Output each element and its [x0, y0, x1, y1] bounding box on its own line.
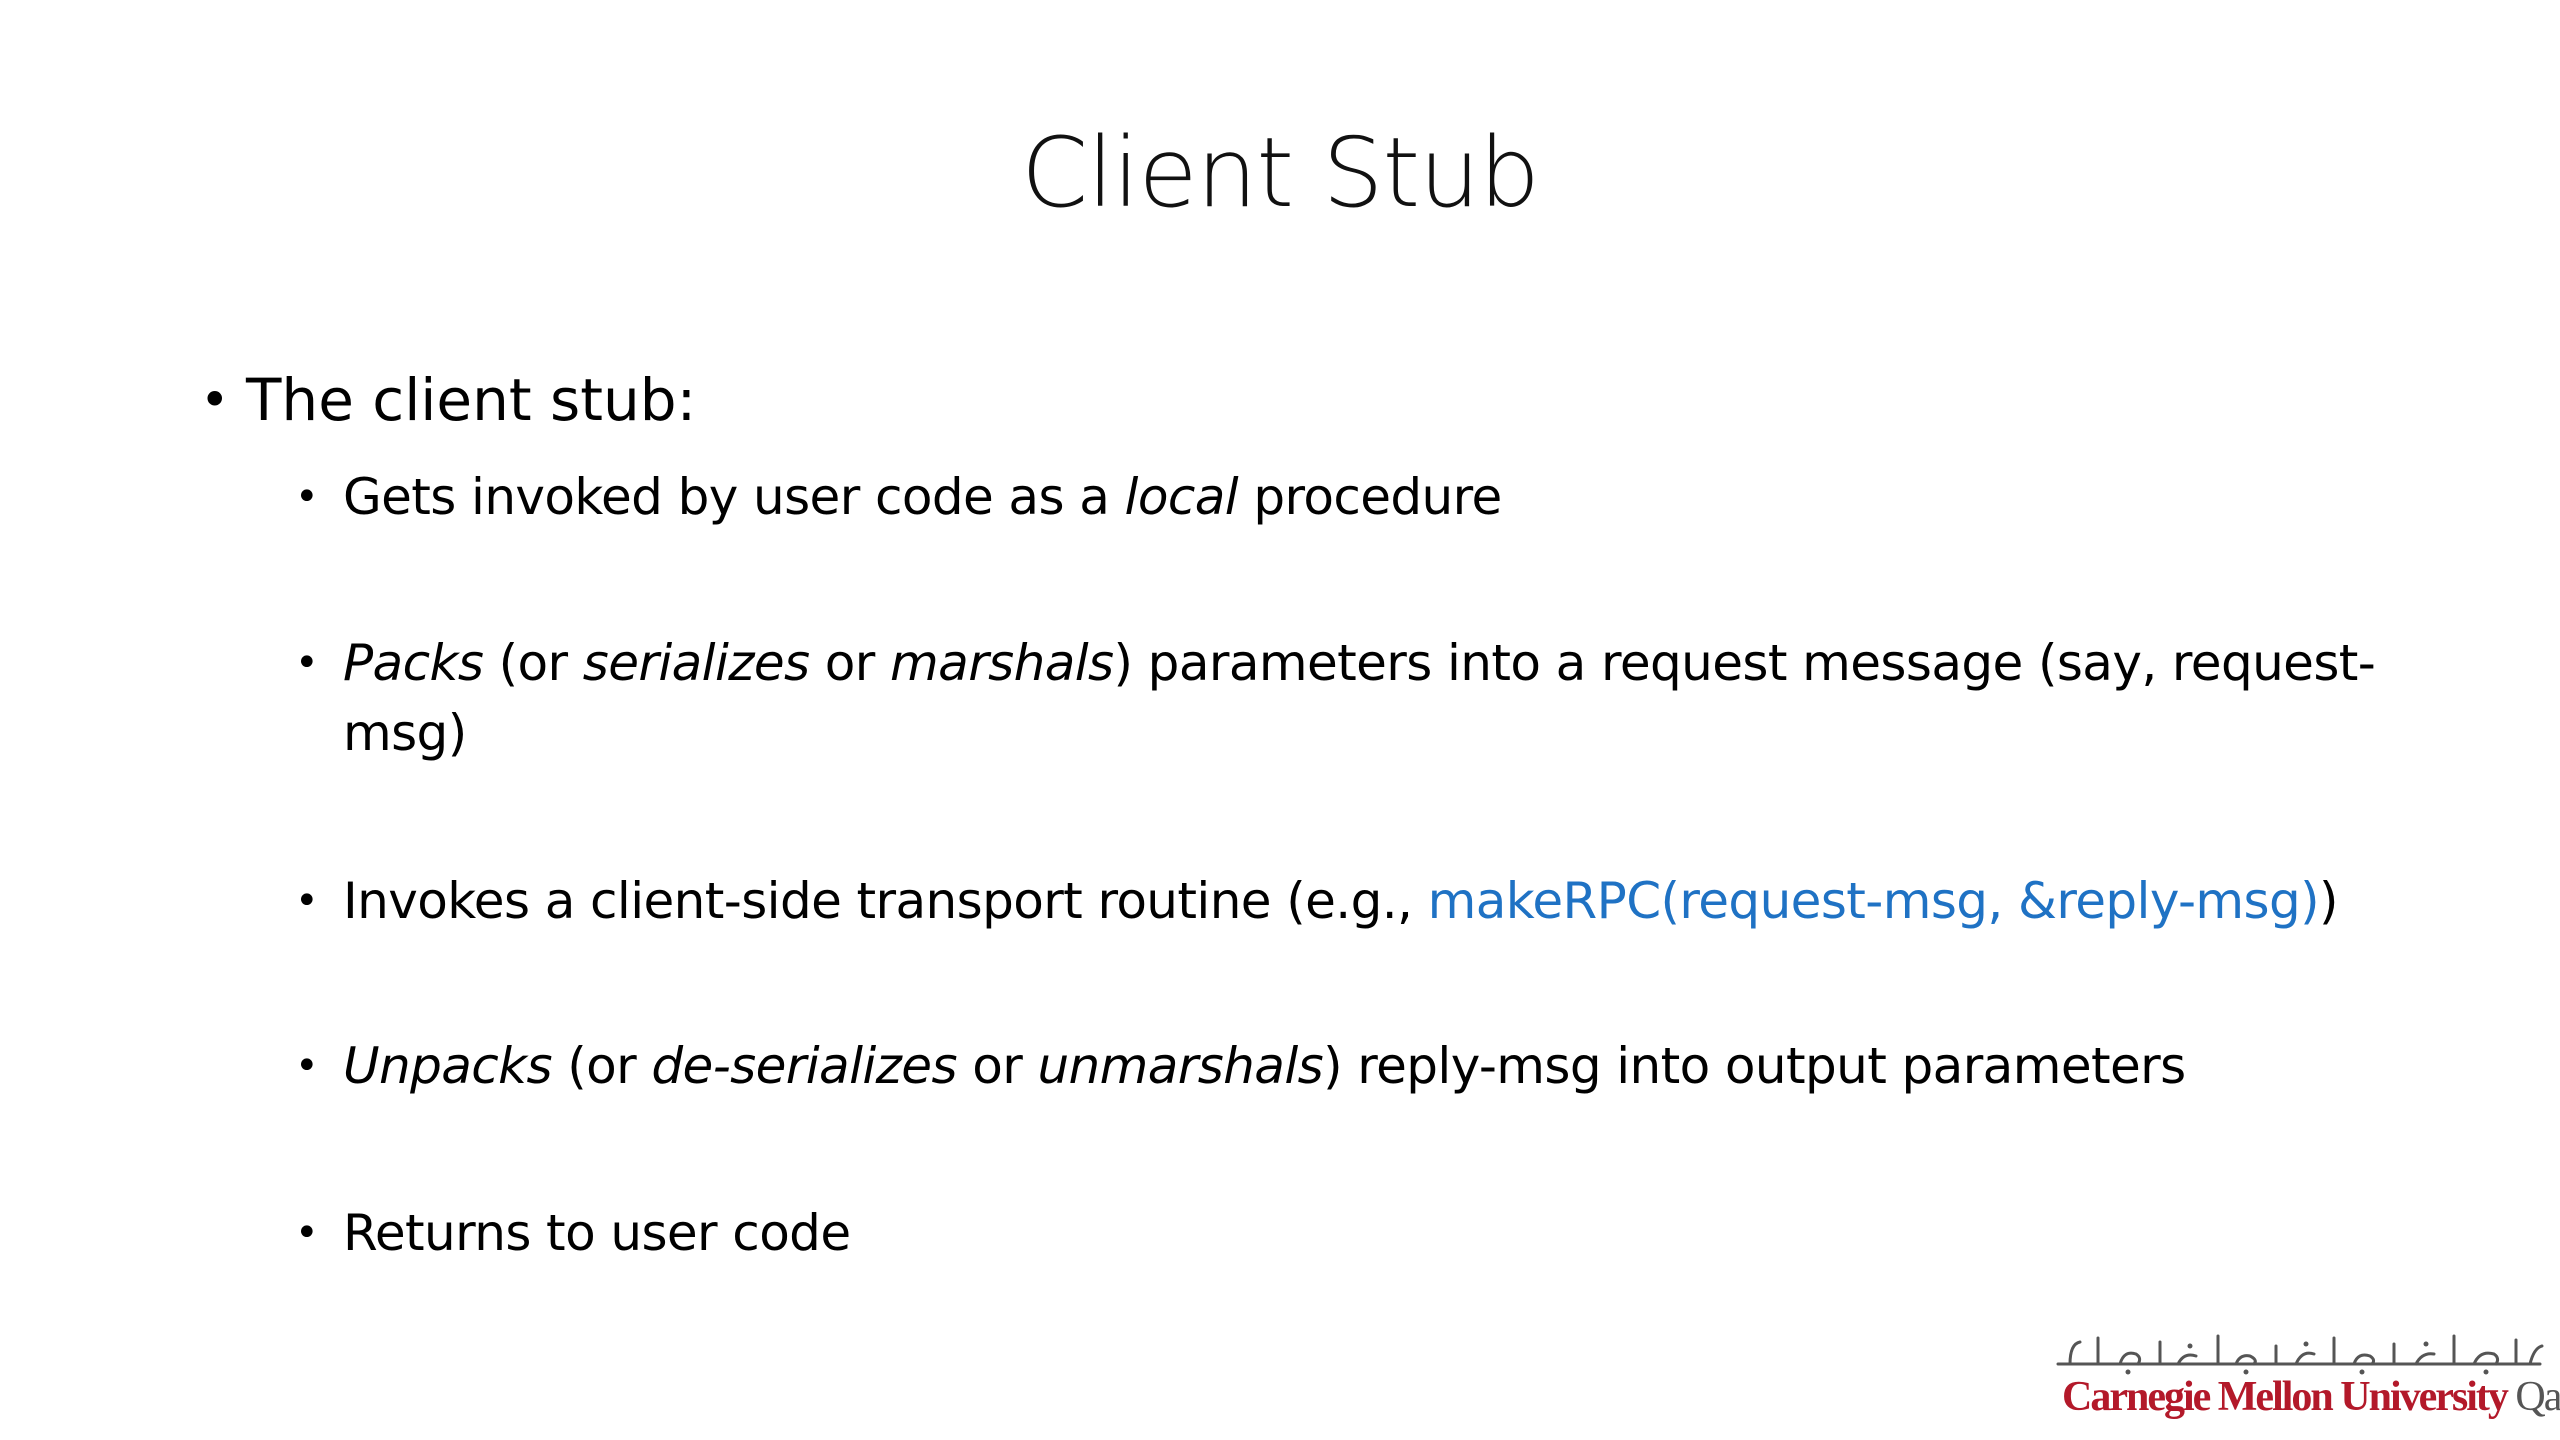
- text-run: Returns to user code: [343, 1204, 851, 1262]
- text-run: (or: [483, 634, 583, 692]
- text-run: or: [956, 1037, 1038, 1095]
- cmu-qatar-logo: Carnegie Mellon University Qatar: [2050, 1328, 2560, 1428]
- text-run: (or: [551, 1037, 652, 1095]
- italic-run: unmarshals: [1037, 1037, 1324, 1095]
- logo-wordmark: Carnegie Mellon University Qatar: [2062, 1372, 2560, 1422]
- bullet-dot: •: [295, 1043, 319, 1089]
- italic-run: Unpacks: [343, 1037, 553, 1095]
- bullet-dot: •: [200, 371, 230, 429]
- italic-run: de-serializes: [651, 1037, 957, 1095]
- arabic-logotype: [2056, 1334, 2544, 1375]
- text-run: Invokes a client-side transport routine …: [343, 872, 1428, 930]
- bullet-dot: •: [295, 474, 319, 520]
- logo-cmu-text: Carnegie Mellon University: [2062, 1374, 2509, 1420]
- bullet-dot: •: [295, 640, 319, 686]
- text-run: procedure: [1238, 468, 1502, 526]
- sub-bullet-text: Invokes a client-side transport routine …: [343, 866, 2473, 936]
- sub-bullet-text: Unpacks (or de-serializes or unmarshals)…: [343, 1031, 2473, 1101]
- code-run: makeRPC(request-msg, &reply-msg): [1427, 872, 2320, 930]
- text-run: ) parameters into a request message (say…: [343, 634, 2376, 762]
- slide-title: Client Stub: [1021, 117, 1540, 229]
- bullet-dot: •: [295, 1210, 319, 1256]
- text-run: or: [809, 634, 891, 692]
- sub-bullet-text: Gets invoked by user code as a local pro…: [343, 462, 2473, 532]
- italic-run: Packs: [343, 634, 484, 692]
- sub-bullet-text: Returns to user code: [343, 1198, 2473, 1268]
- italic-run: serializes: [582, 634, 810, 692]
- logo-qatar-text: Qatar: [2515, 1374, 2560, 1420]
- italic-run: marshals: [890, 634, 1114, 692]
- text-run: ) reply-msg into output parameters: [1323, 1037, 2186, 1095]
- sub-bullet-text: Packs (or serializes or marshals) parame…: [343, 628, 2473, 768]
- text-run: Gets invoked by user code as a: [343, 468, 1125, 526]
- main-bullet-text: The client stub:: [246, 366, 697, 434]
- text-run: ): [2319, 872, 2339, 930]
- bullet-dot: •: [295, 878, 319, 924]
- italic-run: local: [1124, 468, 1239, 526]
